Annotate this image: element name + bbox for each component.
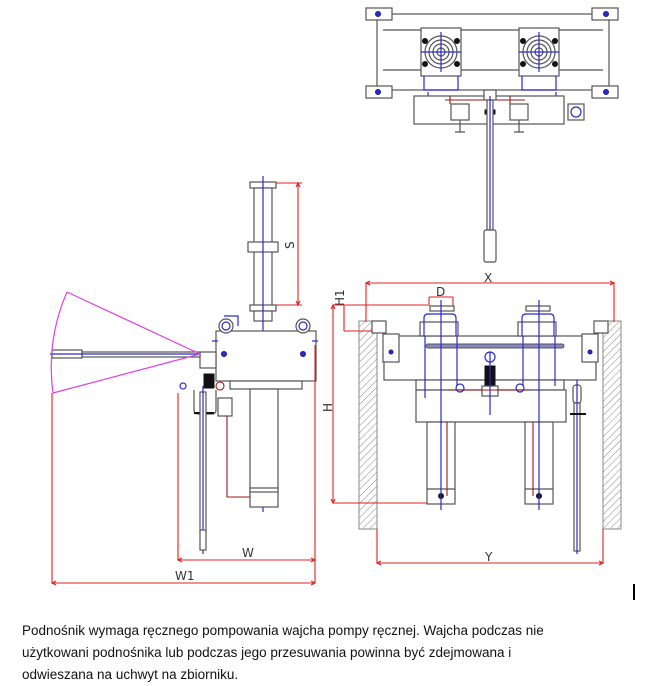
- dimension-s: S: [276, 181, 302, 307]
- cylinder-head-left: [419, 321, 459, 337]
- dimension-d: D: [428, 285, 454, 306]
- dimension-h1: H1: [333, 289, 428, 332]
- dimension-y: Y: [375, 529, 605, 566]
- dimension-label-w1: W1: [175, 569, 195, 583]
- dimension-w1: W1: [50, 393, 317, 586]
- pump-handle-top: [483, 96, 497, 263]
- dimension-x: X: [364, 271, 616, 322]
- cylinder-top-left: [420, 27, 462, 77]
- technical-drawing: S: [50, 7, 622, 586]
- handle-swing-envelope: [50, 291, 201, 394]
- caption-line: Podnośnik wymaga ręcznego pompowania waj…: [22, 623, 544, 638]
- front-view: X D H1 H Y: [321, 271, 622, 566]
- dimension-w: W: [176, 345, 317, 583]
- pump-handle-front: [570, 380, 586, 554]
- caption: Podnośnik wymaga ręcznego pompowania waj…: [22, 620, 642, 686]
- caption-line: odwieszana na uchwyt na zbiorniku.: [22, 667, 239, 682]
- pump-handle-side: [199, 386, 207, 554]
- dimension-label-w: W: [242, 546, 254, 560]
- caption-line: użytkowani podnośnika lub podczas jego p…: [22, 645, 512, 660]
- top-lug: [567, 103, 585, 121]
- dimension-h: H: [321, 303, 427, 505]
- dimension-label-s: S: [283, 241, 297, 249]
- wall-right: [602, 320, 622, 530]
- top-view: [365, 7, 619, 263]
- wall-left: [358, 320, 378, 530]
- top-frame: [376, 13, 610, 91]
- text-cursor: [633, 584, 635, 600]
- dimension-label-y: Y: [484, 550, 493, 564]
- dimension-label-h1: H1: [333, 289, 347, 306]
- side-view: S: [50, 176, 318, 586]
- cylinder-head-right: [517, 321, 557, 337]
- dimension-label-d: D: [436, 285, 445, 299]
- dimension-label-x: X: [484, 271, 492, 285]
- side-cylinder: [249, 388, 279, 508]
- cylinder-top-right: [518, 27, 560, 77]
- dimension-label-h: H: [321, 403, 335, 412]
